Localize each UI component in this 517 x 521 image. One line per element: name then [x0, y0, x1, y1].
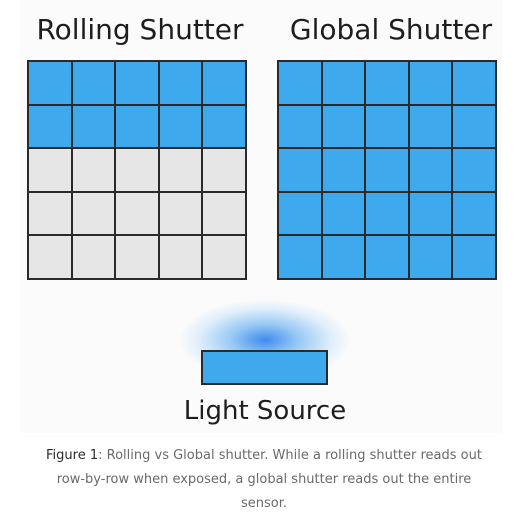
rolling-pixel-unexposed [159, 149, 202, 191]
rolling-pixel-exposed [159, 62, 202, 104]
rolling-pixel-exposed [29, 105, 71, 148]
rolling-pixel-unexposed [72, 192, 115, 235]
figure-caption: Figure 1: Rolling vs Global shutter. Whi… [34, 444, 494, 516]
global-shutter-title: Global Shutter [289, 13, 493, 46]
rolling-pixel-unexposed [116, 192, 158, 235]
rolling-pixel-unexposed [203, 149, 245, 191]
rolling-pixel-exposed [159, 105, 202, 148]
rolling-pixel-exposed [29, 62, 71, 104]
rolling-shutter-sensor-grid [27, 60, 247, 280]
global-pixel-exposed [453, 236, 495, 278]
caption-figure-number: Figure 1 [46, 448, 99, 463]
global-shutter-sensor-grid [277, 60, 497, 280]
global-pixel-exposed [366, 105, 408, 148]
rolling-shutter-title: Rolling Shutter [36, 13, 244, 46]
global-pixel-exposed [453, 192, 495, 235]
global-pixel-exposed [279, 62, 321, 104]
global-pixel-exposed [453, 62, 495, 104]
rolling-pixel-exposed [116, 62, 158, 104]
rolling-pixel-unexposed [29, 192, 71, 235]
rolling-pixel-unexposed [203, 236, 245, 278]
rolling-pixel-exposed [72, 105, 115, 148]
global-pixel-exposed [279, 105, 321, 148]
rolling-pixel-unexposed [203, 192, 245, 235]
rolling-pixel-unexposed [72, 236, 115, 278]
rolling-pixel-exposed [116, 105, 158, 148]
shutter-diagram: Rolling Shutter Global Shutter Light Sou… [20, 0, 502, 433]
caption-text: : Rolling vs Global shutter. While a rol… [56, 448, 482, 511]
global-pixel-exposed [409, 192, 452, 235]
global-pixel-exposed [322, 149, 365, 191]
rolling-pixel-unexposed [72, 149, 115, 191]
global-pixel-exposed [322, 62, 365, 104]
rolling-pixel-unexposed [29, 236, 71, 278]
global-pixel-exposed [279, 236, 321, 278]
global-pixel-exposed [279, 149, 321, 191]
global-pixel-exposed [366, 149, 408, 191]
global-pixel-exposed [409, 105, 452, 148]
global-pixel-exposed [453, 105, 495, 148]
global-pixel-exposed [453, 149, 495, 191]
global-pixel-exposed [366, 236, 408, 278]
rolling-pixel-unexposed [159, 236, 202, 278]
rolling-pixel-exposed [203, 62, 245, 104]
rolling-pixel-unexposed [116, 149, 158, 191]
global-pixel-exposed [366, 192, 408, 235]
global-pixel-exposed [279, 192, 321, 235]
rolling-pixel-exposed [203, 105, 245, 148]
global-pixel-exposed [322, 105, 365, 148]
rolling-pixel-unexposed [116, 236, 158, 278]
global-pixel-exposed [409, 149, 452, 191]
light-source-block [201, 350, 328, 385]
global-pixel-exposed [322, 192, 365, 235]
rolling-pixel-unexposed [29, 149, 71, 191]
global-pixel-exposed [409, 62, 452, 104]
rolling-pixel-unexposed [159, 192, 202, 235]
global-pixel-exposed [366, 62, 408, 104]
global-pixel-exposed [409, 236, 452, 278]
global-pixel-exposed [322, 236, 365, 278]
rolling-pixel-exposed [72, 62, 115, 104]
light-source-label: Light Source [183, 396, 347, 426]
